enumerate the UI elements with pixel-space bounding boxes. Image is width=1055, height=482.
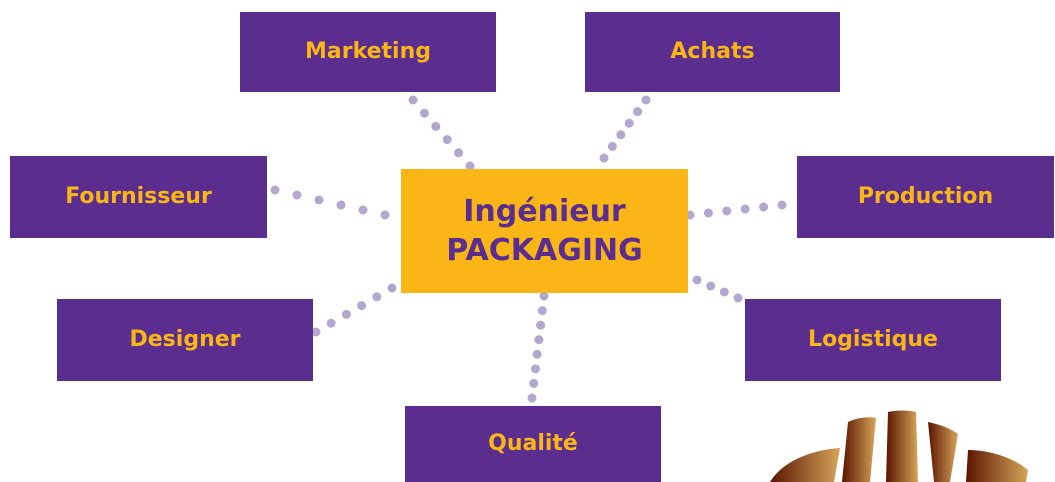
connector-dot-qualite [527,393,537,403]
center-title-line2: PACKAGING [446,233,643,268]
connector-dot-qualite [529,378,539,388]
connector-dot-marketing [408,95,418,105]
marketing-label: Marketing [304,39,432,64]
connector-dot-qualite [539,291,549,301]
connector-dot-achats [633,107,643,117]
logo-petal-2 [842,417,876,482]
production-label: Production [857,184,994,209]
fournisseur-label: Fournisseur [65,184,212,209]
connector-dot-qualite [537,306,547,316]
connector-dot-qualite [536,320,546,330]
connector-dot-production [722,206,732,216]
designer-label: Designer [129,327,241,352]
connector-dot-production [703,208,713,218]
connector-dot-marketing [431,121,441,131]
connector-dot-designer [387,283,397,293]
fournisseur-node: Fournisseur [10,156,267,238]
logistique-label: Logistique [808,327,938,352]
connector-dot-marketing [454,148,464,158]
connector-dot-achats [616,130,626,140]
marketing-node: Marketing [240,12,496,92]
achats-label: Achats [670,39,755,64]
connector-dot-marketing [442,135,452,145]
connector-dot-marketing [419,108,429,118]
logistique-node: Logistique [745,299,1001,381]
center-node-ingenieur-packaging: Ingénieur PACKAGING [401,169,688,293]
connector-dot-fournisseur [292,190,302,200]
connector-dot-qualite [530,364,540,374]
connector-dot-logistique [733,293,743,303]
connector-dot-designer [326,318,336,328]
connector-dot-qualite [532,349,542,359]
logo-petal-3 [886,410,918,482]
qualite-label: Qualité [488,431,578,456]
connector-dot-achats [599,153,609,163]
connector-dot-designer [372,292,382,302]
connector-dot-marketing [465,161,475,171]
connector-dot-qualite [534,335,544,345]
qualite-node: Qualité [405,406,661,482]
achats-node: Achats [585,12,840,92]
center-title-line1: Ingénieur [463,194,626,229]
connector-dot-production [777,200,787,210]
connector-dot-logistique [719,287,729,297]
logo-petal-4 [928,422,958,482]
connector-dot-fournisseur [380,210,390,220]
connector-dot-fournisseur [358,205,368,215]
connector-dot-production [759,202,769,212]
connector-dot-fournisseur [336,200,346,210]
connector-dot-fournisseur [314,195,324,205]
connector-dot-logistique [706,281,716,291]
connector-dot-designer [341,309,351,319]
connector-dot-designer [357,301,367,311]
connector-dot-production [740,204,750,214]
connector-dot-fournisseur [270,185,280,195]
connector-dot-achats [607,141,617,151]
connector-dot-achats [624,118,634,128]
logo-petal-5 [966,450,1028,482]
logo-fan [770,410,1028,482]
connector-dot-achats [641,95,651,105]
designer-node: Designer [57,299,313,381]
logo-petal-1 [770,448,840,482]
connector-dot-designer [311,327,321,337]
production-node: Production [797,156,1054,238]
connector-dot-logistique [692,275,702,285]
